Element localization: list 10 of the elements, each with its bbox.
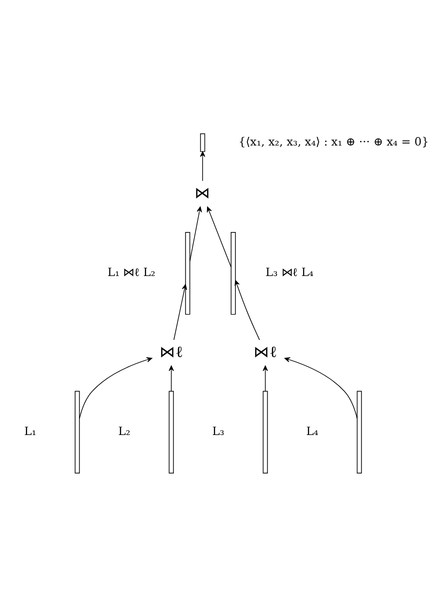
node-label: L₄: [306, 423, 318, 438]
node-label: L₂: [118, 423, 130, 438]
node-label: L₃ ⋈ℓ L₄: [266, 264, 314, 279]
node-label: L₃: [212, 423, 224, 438]
node-label: L₁: [24, 423, 36, 438]
node-text: ⋈ℓ: [160, 341, 184, 360]
node-label: {⟨x₁, x₂, x₃, x₄⟩ : x₁ ⊕ ··· ⊕ x₄ = 0}: [238, 134, 429, 148]
node-label: L₁ ⋈ℓ L₂: [107, 264, 156, 279]
node-text: ⋈ℓ: [254, 341, 278, 360]
node-text: ⋈: [194, 182, 211, 202]
